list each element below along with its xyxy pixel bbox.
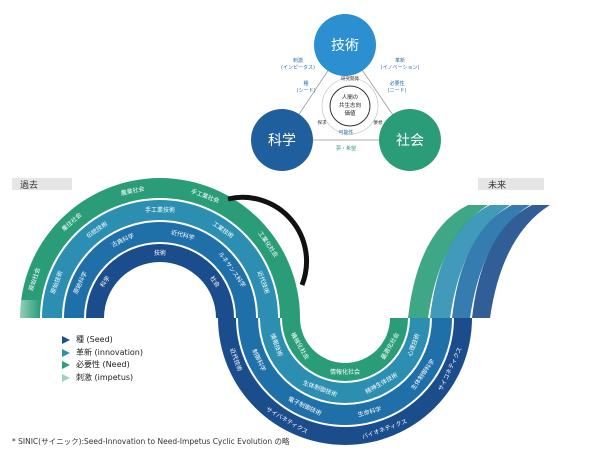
band-right-2 xyxy=(260,318,430,403)
cup1-label-1: 情報化社会 xyxy=(330,368,360,376)
impetus-arrow-icon xyxy=(62,373,70,382)
legend-item-need: 必要性 (Need) xyxy=(62,359,143,372)
band-left-4 xyxy=(86,244,234,318)
society-label: 社会 xyxy=(396,133,424,149)
future-header xyxy=(478,178,544,190)
center-ring xyxy=(321,77,379,135)
legend-item-impetus: 刺激 (impetus) xyxy=(62,372,143,385)
innovation-arrow-icon xyxy=(62,348,70,357)
band-left-1 xyxy=(20,178,300,318)
legend-label-seed: 種 (Seed) xyxy=(76,335,113,344)
band-right-1 xyxy=(282,318,408,381)
footnote: * SINIC(サイニック):Seed-Innovation to Need-I… xyxy=(12,437,290,446)
right-top-1: 革新 xyxy=(395,57,405,64)
sinic-bands xyxy=(0,178,550,445)
band-left-3 xyxy=(64,222,256,318)
band-right-3 xyxy=(238,318,452,425)
center-line-1: 人間の xyxy=(342,94,359,101)
center-line-2: 共生志向 xyxy=(339,101,361,109)
past-label: 過去 xyxy=(20,179,38,191)
science-circle xyxy=(251,109,313,171)
left-top-1: 刺激 xyxy=(293,57,303,64)
future-label: 未来 xyxy=(488,179,506,191)
bottom-top-label: 可能性 xyxy=(338,129,353,136)
band-tail-3 xyxy=(430,205,510,318)
center-value-circle xyxy=(329,85,371,127)
inner-right-label: 夢想 xyxy=(374,119,383,126)
band-tail-2 xyxy=(452,205,530,318)
center-line-3: 価値 xyxy=(344,109,356,117)
band-tail-4 xyxy=(408,205,488,318)
left-seed-1: 種 xyxy=(303,80,308,87)
legend-label-innovation: 革新 (innovation) xyxy=(76,347,144,357)
left-seed-2: (シード) xyxy=(297,88,316,94)
right-top-2: (イノベーション) xyxy=(381,65,420,71)
band-right-4 xyxy=(218,318,472,445)
center-ring-label: 研究開発 xyxy=(341,75,359,82)
bottom-bottom-label: 夢・希望 xyxy=(336,145,356,152)
legend-label-need: 必要性 (Need) xyxy=(76,360,130,369)
tech-label: 技術 xyxy=(331,38,359,54)
science-label: 科学 xyxy=(268,133,296,149)
tech-circle xyxy=(314,14,376,76)
ring2-label-2: 手工業技術 xyxy=(145,206,175,214)
right-need-1: 必要性 xyxy=(389,80,404,87)
legend-label-impetus: 刺激 (impetus) xyxy=(76,372,134,382)
seed-arrow-icon xyxy=(62,336,70,345)
need-arrow-icon xyxy=(62,361,70,370)
legend: 種 (Seed) 革新 (innovation) 必要性 (Need) 刺激 (… xyxy=(62,334,143,384)
right-need-2: (ニード) xyxy=(388,88,407,94)
fade-left xyxy=(0,300,40,330)
band-tail-1 xyxy=(472,205,550,318)
legend-item-seed: 種 (Seed) xyxy=(62,334,143,347)
band-left-2 xyxy=(42,200,278,318)
society-circle xyxy=(379,109,441,171)
past-header xyxy=(12,178,72,190)
legend-item-innovation: 革新 (innovation) xyxy=(62,347,143,360)
triad-diagram: 技術 科学 社会 人間の 共生志向 価値 研究開発 刺激 (インピータス) 種 … xyxy=(251,14,441,171)
current-era-marker xyxy=(227,194,309,286)
inner-left-label: 探求 xyxy=(318,119,327,126)
ring5-label-1: 技術 xyxy=(154,249,166,257)
left-top-2: (インピータス) xyxy=(281,64,315,71)
